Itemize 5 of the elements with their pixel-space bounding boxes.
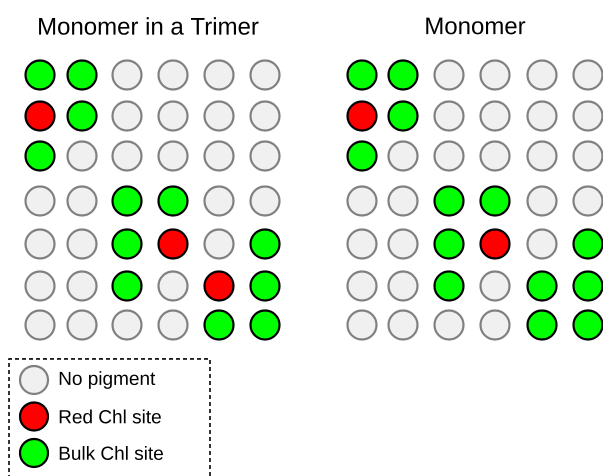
panel-title: Monomer: [426, 18, 526, 34]
legend-text: Red Chl site: [60, 410, 161, 424]
legend-text: No pigment: [60, 371, 156, 389]
legend-text: Bulk Chl site: [60, 446, 163, 460]
panel-title: Monomer in a Trimer: [39, 17, 258, 35]
